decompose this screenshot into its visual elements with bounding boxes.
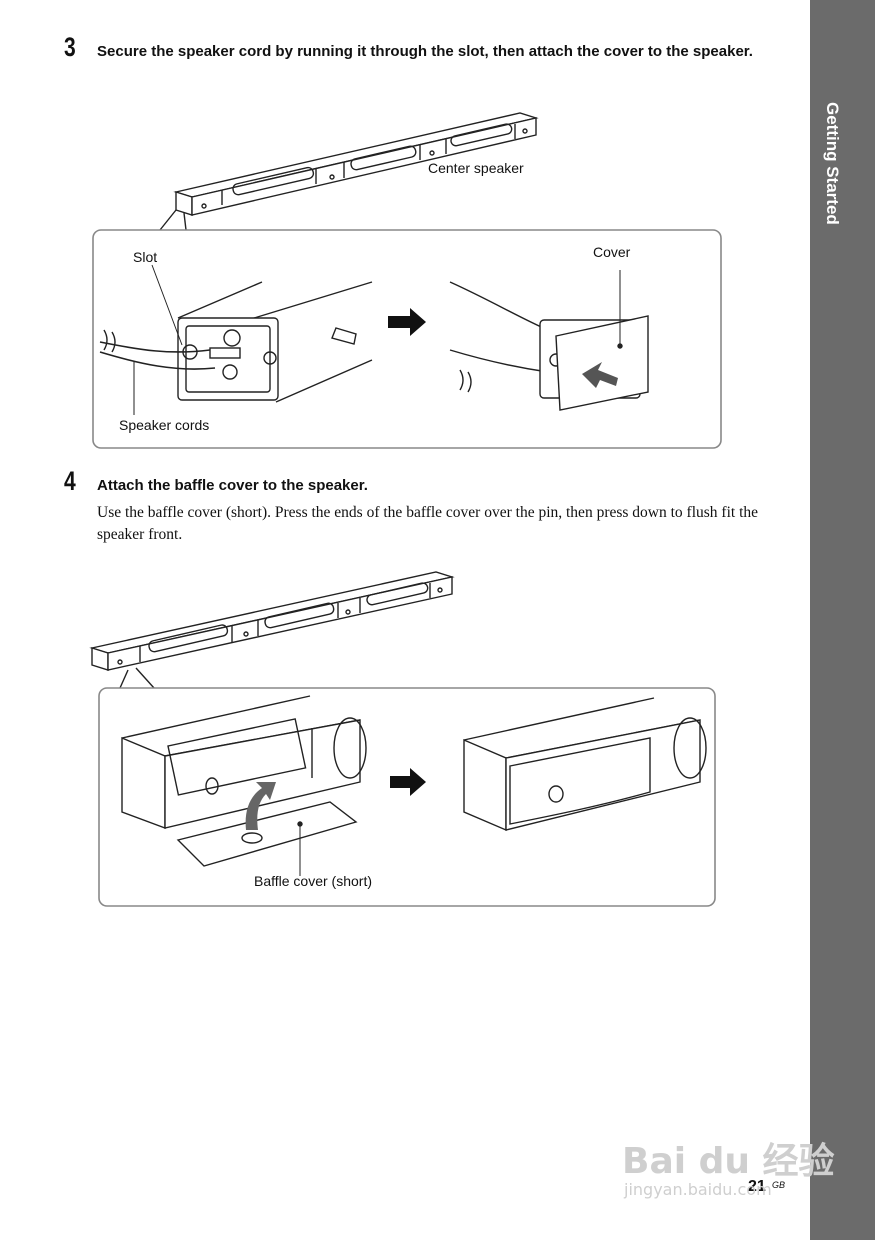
step-4-body: Use the baffle cover (short). Press the … [97,504,759,543]
section-side-tab [810,0,875,1240]
step-4-illustration [89,571,716,907]
section-tab-label: Getting Started [823,102,842,225]
page-number: 21 [748,1178,766,1195]
speaker-cords-label: Speaker cords [119,417,210,433]
page-number-suffix: GB [772,1180,786,1190]
watermark-url: jingyan.baidu.com [624,1180,772,1199]
step-3-title: Secure the speaker cord by running it th… [97,43,753,60]
cover-label: Cover [593,244,631,260]
baffle-cover-label: Baffle cover (short) [254,873,373,889]
step-3-number: 3 [64,32,76,62]
step-3-illustration [92,112,722,449]
slot-label: Slot [133,249,158,265]
watermark-logo: Bai du 经验 [622,1141,835,1182]
center-speaker-label: Center speaker [428,160,524,176]
step-4-number: 4 [64,466,76,496]
step-4-title: Attach the baffle cover to the speaker. [97,477,368,494]
